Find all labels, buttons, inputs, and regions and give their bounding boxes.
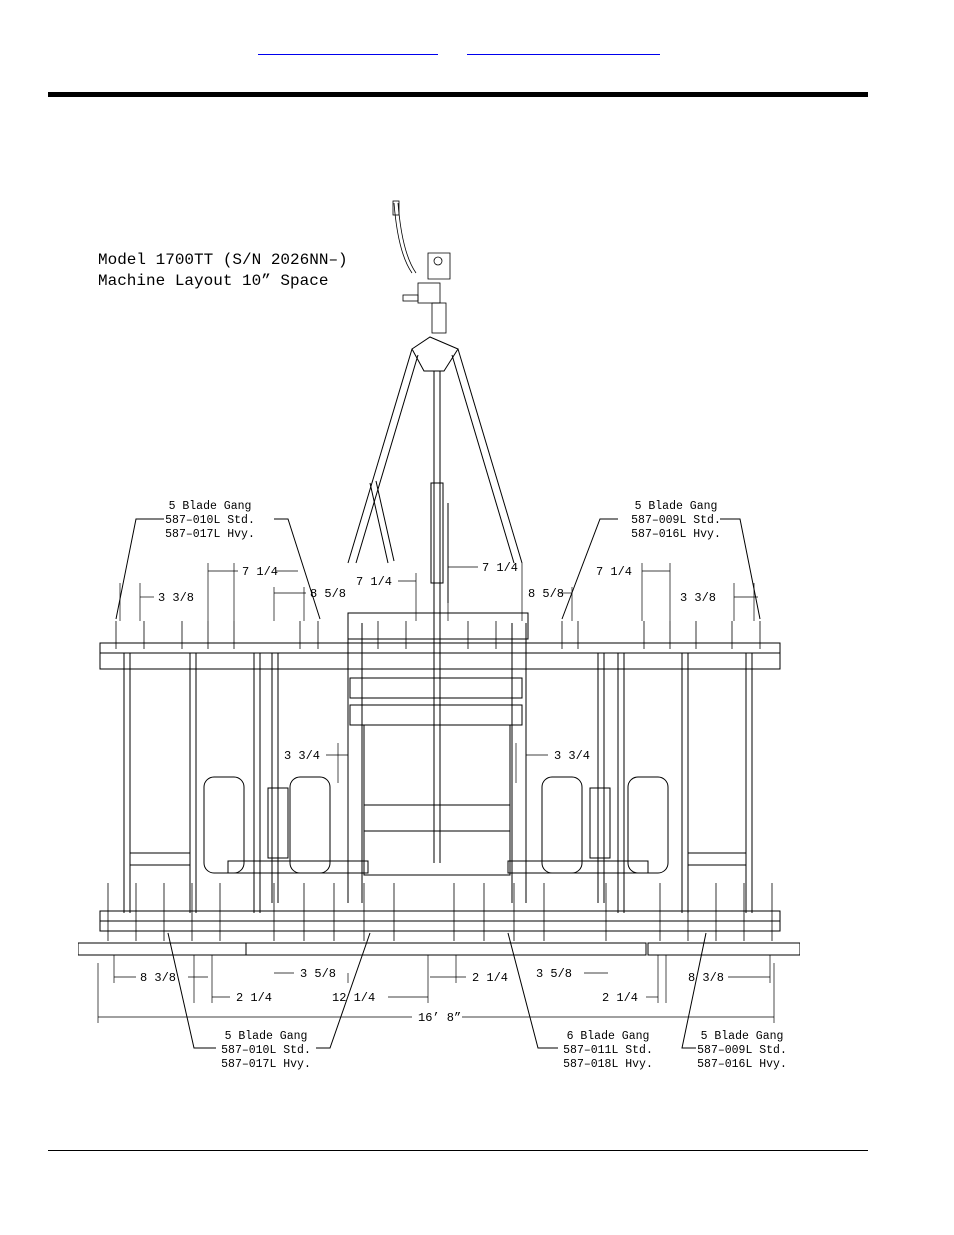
gang-bottom-right-line2: 587–009L Std. (697, 1044, 787, 1057)
dim-3-3-4-left: 3 3/4 (284, 749, 320, 763)
dim-7-1-4-right: 7 1/4 (596, 565, 632, 579)
gang-bottom-left-line1: 5 Blade Gang (225, 1030, 308, 1043)
header-rule (48, 92, 868, 97)
machine-layout-drawing: Model 1700TT (S/N 2026NN–) Machine Layou… (78, 143, 800, 1076)
dim-7-1-4-left: 7 1/4 (242, 565, 278, 579)
dim-12-1-4: 12 1/4 (332, 991, 375, 1005)
header-link-right[interactable] (467, 40, 660, 55)
dim-8-3-8-left: 8 3/8 (140, 971, 176, 985)
gang-bottom-center-line3: 587–018L Hvy. (563, 1058, 653, 1071)
frame-verticals (123, 623, 753, 913)
dim-overall-width: 16’ 8” (418, 1011, 461, 1025)
gang-bottom-center-line2: 587–011L Std. (563, 1044, 653, 1057)
top-toolbar (99, 612, 781, 876)
dim-7-1-4-center-left: 7 1/4 (356, 575, 392, 589)
dim-3-5-8-right: 3 5/8 (536, 967, 572, 981)
gang-bottom-left-line2: 587–010L Std. (221, 1044, 311, 1057)
header-link-left[interactable] (258, 40, 438, 55)
gang-top-right-line1: 5 Blade Gang (635, 500, 718, 513)
dim-lines-top (119, 563, 758, 783)
bottom-disc-blades (107, 883, 773, 941)
dim-2-1-4-left: 2 1/4 (236, 991, 272, 1005)
dim-3-5-8-left: 3 5/8 (300, 967, 336, 981)
gang-bottom-leaders (167, 932, 707, 1049)
dim-3-3-4-right: 3 3/4 (554, 749, 590, 763)
gang-top-left-line2: 587–010L Std. (165, 514, 255, 527)
drawing-title-line1: Model 1700TT (S/N 2026NN–) (98, 251, 348, 269)
dim-7-1-4-center-right: 7 1/4 (482, 561, 518, 575)
footer-rule (48, 1150, 868, 1151)
hitch-chain (392, 200, 451, 334)
dim-lines-bottom (97, 955, 775, 1023)
hitch-a-frame (347, 336, 523, 863)
drawing-title-line2: Machine Layout 10” Space (98, 272, 328, 290)
gang-top-right-line2: 587–009L Std. (631, 514, 721, 527)
gang-top-left-line3: 587–017L Hvy. (165, 528, 255, 541)
gang-bottom-right-line1: 5 Blade Gang (701, 1030, 784, 1043)
gang-bottom-right-line3: 587–016L Hvy. (697, 1058, 787, 1071)
dim-2-1-4-center: 2 1/4 (472, 971, 508, 985)
dim-3-3-8-left: 3 3/8 (158, 591, 194, 605)
dim-2-1-4-right: 2 1/4 (602, 991, 638, 1005)
dim-8-5-8-left: 8 5/8 (310, 587, 346, 601)
gang-bottom-center-line1: 6 Blade Gang (567, 1030, 650, 1043)
gang-top-leaders (115, 518, 761, 620)
dim-3-3-8-right: 3 3/8 (680, 591, 716, 605)
dim-8-3-8-right: 8 3/8 (688, 971, 724, 985)
gang-bottom-left-line3: 587–017L Hvy. (221, 1058, 311, 1071)
dim-8-5-8-right: 8 5/8 (528, 587, 564, 601)
top-disc-blades (115, 621, 761, 649)
gang-top-left-line1: 5 Blade Gang (169, 500, 252, 513)
bottom-toolbar (78, 910, 800, 956)
transport-tires (203, 776, 669, 874)
gang-top-right-line3: 587–016L Hvy. (631, 528, 721, 541)
